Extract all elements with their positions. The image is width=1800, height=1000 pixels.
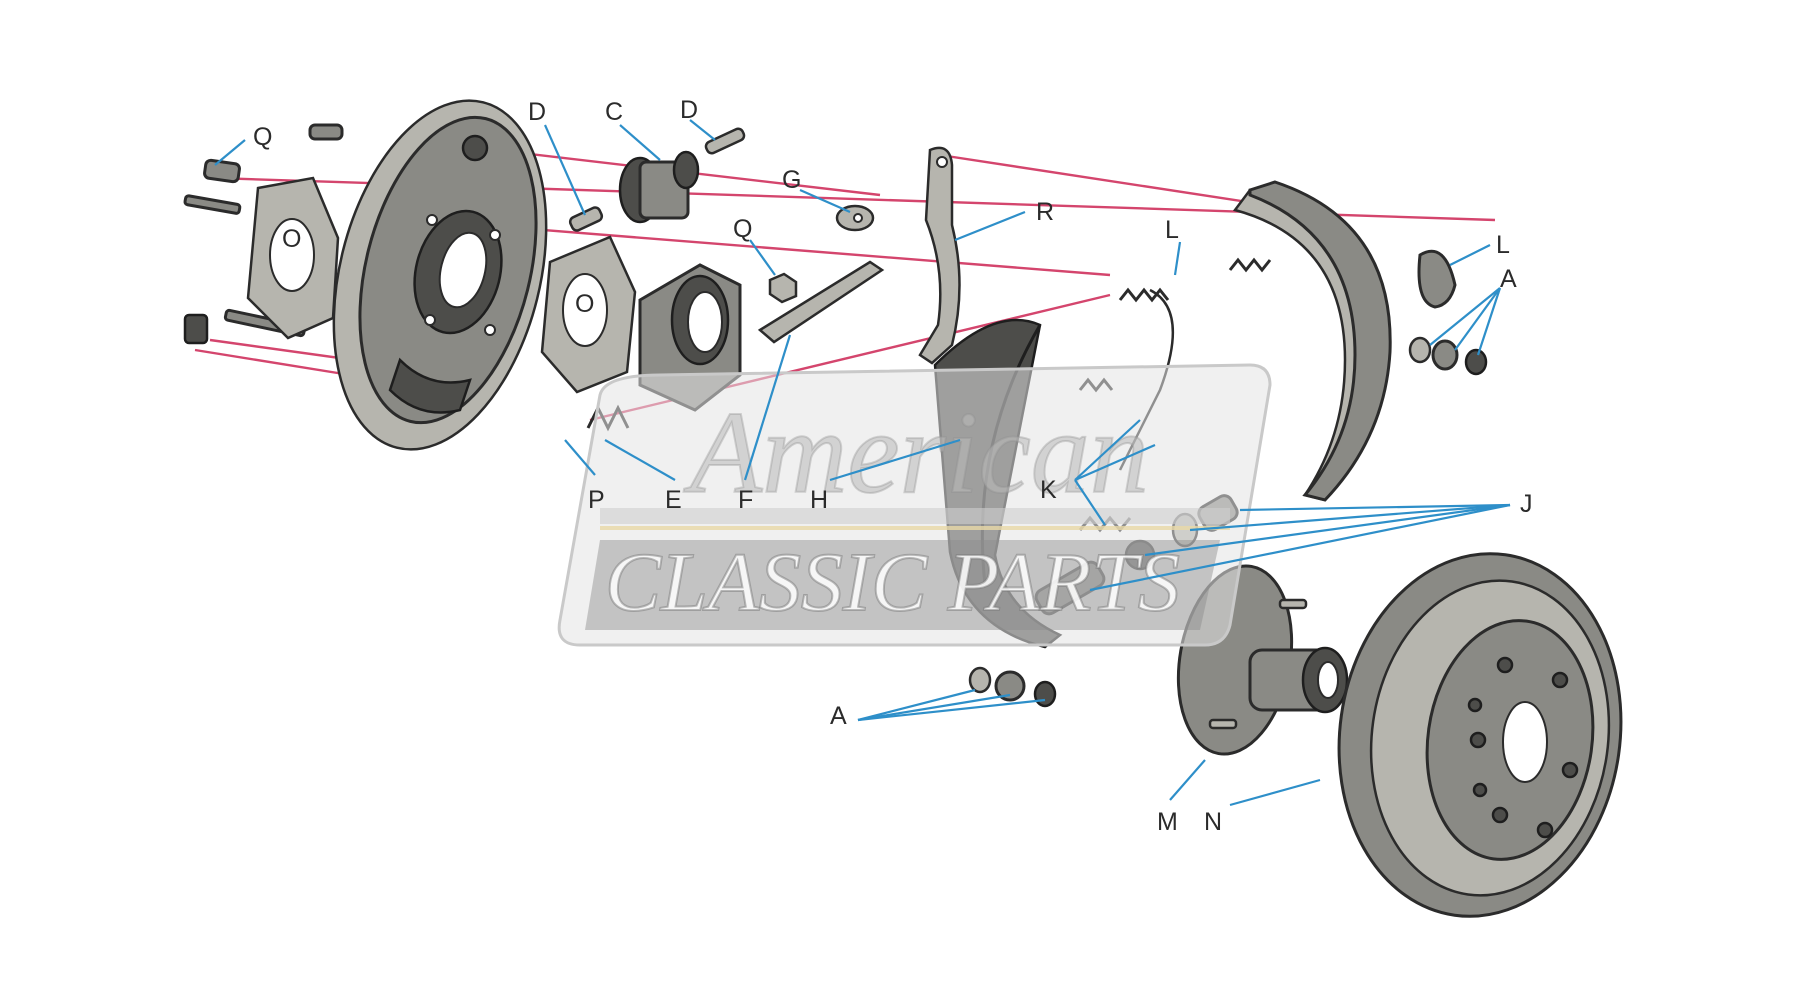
callout-P: P xyxy=(588,486,605,514)
callout-H: H xyxy=(810,486,828,514)
callout-R: R xyxy=(1036,198,1054,226)
callout-F: F xyxy=(738,486,753,514)
callout-A-bottom: A xyxy=(830,702,847,730)
callout-D-right: D xyxy=(680,96,698,124)
callout-L-right: L xyxy=(1496,231,1510,259)
wheel-cylinder xyxy=(568,127,746,232)
callout-J: J xyxy=(1520,490,1533,518)
callout-K: K xyxy=(1040,476,1057,504)
callout-O-mid: O xyxy=(575,290,594,318)
watermark: American CLASSIC PARTS xyxy=(557,363,1272,647)
callout-Q-mid: Q xyxy=(733,215,752,243)
adjuster-lever xyxy=(757,260,885,344)
callout-G: G xyxy=(782,166,801,194)
gasket-mid xyxy=(540,235,637,394)
watermark-checker-band xyxy=(600,508,1230,530)
callout-C: C xyxy=(605,98,623,126)
watermark-line-1: American xyxy=(683,387,1149,518)
callout-M: M xyxy=(1157,808,1178,836)
callout-labels: Q D C D G R L Q O O L A P E F H K J A M … xyxy=(253,96,1533,836)
callout-O-left: O xyxy=(282,225,301,253)
callout-A-right: A xyxy=(1500,265,1517,293)
leader-lines xyxy=(214,119,1511,807)
callout-L-left: L xyxy=(1165,216,1179,244)
callout-D-left: D xyxy=(528,98,546,126)
adjuster-nut xyxy=(768,204,875,304)
brake-drum xyxy=(1337,552,1623,918)
parking-brake-lever xyxy=(918,146,961,365)
callout-E: E xyxy=(665,486,682,514)
callout-N: N xyxy=(1204,808,1222,836)
hold-down-hardware xyxy=(968,249,1488,708)
callout-Q-left: Q xyxy=(253,123,272,151)
watermark-line-2: CLASSIC PARTS xyxy=(605,536,1180,629)
brake-shoe-secondary xyxy=(1232,180,1392,502)
gasket-left xyxy=(246,176,340,340)
backing-plate xyxy=(332,99,548,451)
